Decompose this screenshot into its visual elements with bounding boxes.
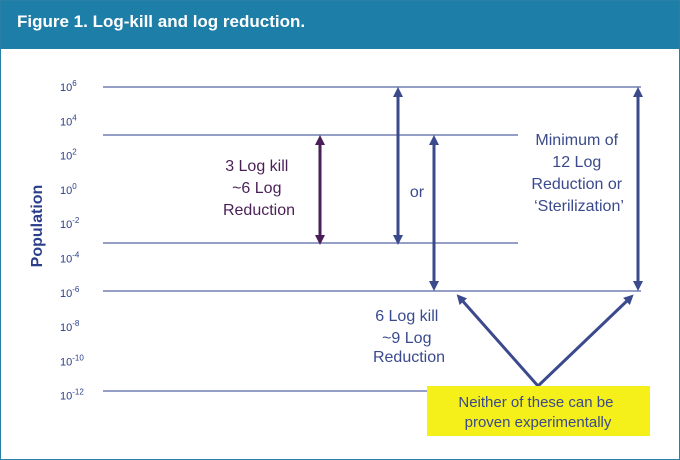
- figure-title-text: Log-kill and log reduction.: [92, 12, 306, 31]
- y-tick-label: 10-6: [60, 285, 80, 300]
- label-3log-line3: Reduction: [223, 202, 295, 219]
- y-tick-label: 106: [60, 79, 77, 94]
- y-tick-label: 10-2: [60, 216, 80, 231]
- figure-label: Figure 1.: [17, 12, 88, 31]
- y-tick-label: 102: [60, 148, 77, 163]
- label-6log-line2: ~9 Log: [382, 330, 431, 347]
- label-12log-line1: Minimum of: [535, 132, 618, 149]
- label-or: or: [410, 184, 425, 201]
- note-line2: proven experimentally: [465, 414, 612, 431]
- note-line1: Neither of these can be: [458, 394, 613, 411]
- pointer-left: [456, 294, 540, 387]
- y-tick-label: 10-8: [60, 319, 80, 334]
- y-tick-label: 10-4: [60, 251, 80, 266]
- label-12log-line4: ‘Sterilization’: [534, 198, 624, 215]
- label-12log-line2: 12 Log: [552, 154, 601, 171]
- y-tick-label: 104: [60, 113, 77, 128]
- figure-title: Figure 1. Log-kill and log reduction.: [17, 12, 305, 32]
- y-axis-label: Population: [29, 185, 46, 268]
- label-6log-line1: 6 Log kill: [375, 308, 438, 325]
- label-6log: 6 Log kill ~9 Log Reduction: [373, 308, 445, 366]
- label-6log-line3: Reduction: [373, 349, 445, 366]
- y-axis-ticks: 106 104 102 100 10-2 10-4 10-6 10-8 10-10 10-12: [60, 79, 84, 403]
- label-12log-line3: Reduction or: [531, 176, 622, 193]
- y-tick-label: 100: [60, 182, 77, 197]
- pointer-right: [536, 294, 634, 388]
- label-3log: 3 Log kill ~6 Log Reduction: [223, 158, 295, 219]
- label-12log: Minimum of 12 Log Reduction or ‘Steriliz…: [531, 132, 626, 215]
- note-box: [427, 386, 650, 436]
- note-text: Neither of these can be proven experimen…: [458, 394, 617, 431]
- figure-header: Figure 1. Log-kill and log reduction.: [1, 1, 679, 49]
- label-3log-line1: 3 Log kill: [225, 158, 288, 175]
- y-tick-label: 10-10: [60, 353, 84, 368]
- y-tick-label: 10-12: [60, 388, 84, 403]
- label-3log-line2: ~6 Log: [232, 180, 281, 197]
